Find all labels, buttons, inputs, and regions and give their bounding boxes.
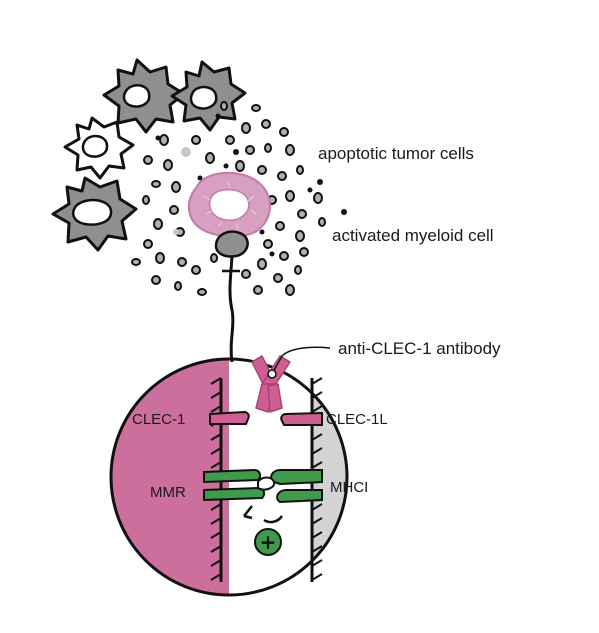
- clec1-receptor: [209, 410, 250, 425]
- anti-clec1-antibody: [251, 355, 291, 413]
- mhci-molecule: [270, 469, 323, 486]
- mhci-molecule-lower: [276, 489, 323, 504]
- tumor-cell-1-nucleus: [122, 84, 151, 108]
- mmr-receptor: [203, 468, 262, 484]
- label-activated-myeloid-cell: activated myeloid cell: [332, 226, 494, 245]
- zoom-circle-outline: [109, 357, 349, 597]
- left-membrane-hatching: [210, 377, 222, 581]
- tumor-cell-3-nucleus: [81, 134, 109, 158]
- label-apoptotic-tumor-cells: apoptotic tumor cells: [318, 144, 474, 163]
- activation-plus-sign: +: [260, 530, 277, 554]
- label-mhci: MHCI: [330, 479, 368, 496]
- activated-myeloid-cell: [188, 171, 271, 258]
- antigen-peptide: [257, 476, 276, 491]
- apoptotic-body-light-dots: [173, 147, 191, 235]
- antibody-leader-dot: [267, 369, 277, 379]
- tumor-cell-2-nucleus: [189, 85, 218, 110]
- tumor-cell-4-nucleus: [72, 198, 113, 226]
- antibody-leader-line: [271, 346, 331, 375]
- apoptotic-tumor-cell-cluster: [51, 58, 247, 252]
- myeloid-cell-nucleus: [208, 188, 250, 221]
- myeloid-cell-pseudopod: [214, 230, 249, 258]
- label-clec1: CLEC-1: [132, 411, 185, 428]
- label-mmr: MMR: [150, 484, 186, 501]
- label-anti-clec1-antibody: anti-CLEC-1 antibody: [338, 339, 501, 358]
- clec1l-ligand: [280, 411, 323, 426]
- activation-plus-circle: [254, 528, 282, 556]
- label-clec1l: CLEC-1L: [326, 411, 388, 428]
- mmr-receptor-lower: [203, 486, 266, 502]
- signal-arrow: [243, 505, 284, 524]
- apoptotic-body-solid-dots: [155, 113, 347, 257]
- myeloid-cell-texture: [203, 181, 257, 229]
